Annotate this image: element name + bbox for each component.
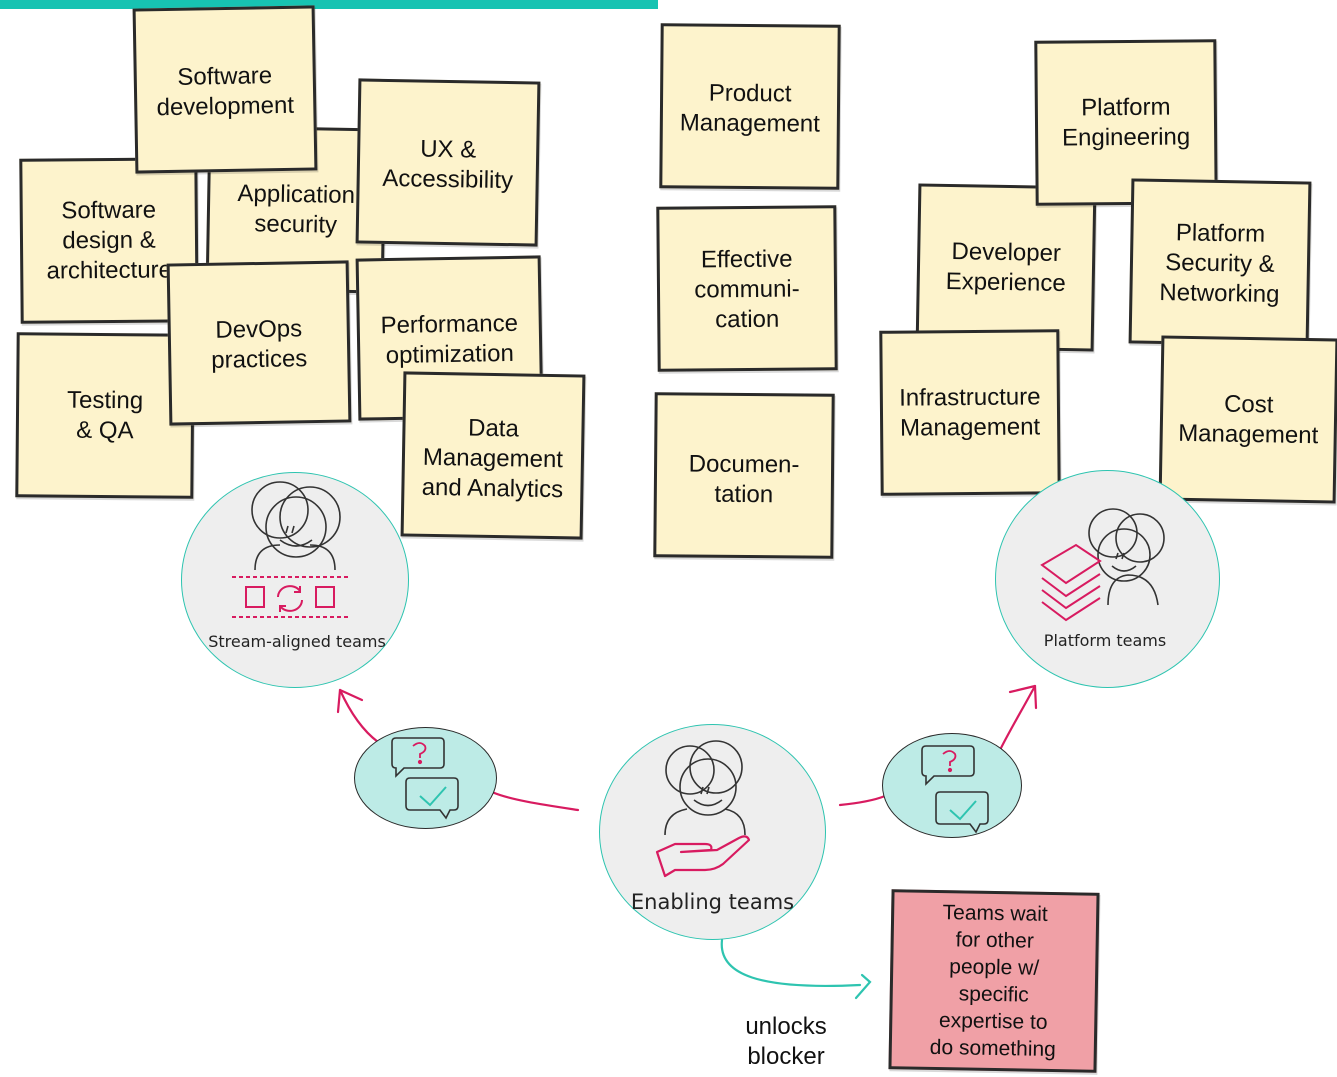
connector-right-bubble-to-platform bbox=[998, 684, 1037, 752]
connector-enabling-to-left-bubble bbox=[490, 790, 580, 812]
note-developer-experience: Developer Experience bbox=[915, 183, 1097, 352]
note-data-management: Data Management and Analytics bbox=[400, 371, 586, 540]
note-text: DevOps practices bbox=[211, 315, 308, 374]
note-text: Software design & architecture bbox=[46, 196, 173, 285]
note-platform-security: Platform Security & Networking bbox=[1128, 178, 1312, 347]
note-text: Product Management bbox=[679, 79, 821, 138]
comm-bubble-right bbox=[882, 733, 1022, 838]
connector-unlock-blocker bbox=[720, 938, 862, 988]
note-effective-communication: Effective communi- cation bbox=[656, 205, 838, 372]
note-documentation: Documen- tation bbox=[653, 392, 835, 559]
note-product-management: Product Management bbox=[659, 23, 841, 190]
note-text: Documen- tation bbox=[688, 450, 800, 509]
connector-enabling-to-right-bubble bbox=[838, 794, 887, 807]
note-text: Developer Experience bbox=[945, 238, 1066, 298]
note-text: Effective communi- cation bbox=[694, 245, 800, 334]
stream-aligned-team-circle bbox=[181, 472, 409, 688]
note-text: Cost Management bbox=[1177, 390, 1319, 450]
note-text: Platform Engineering bbox=[1061, 93, 1191, 152]
stream-aligned-label: Stream-aligned teams bbox=[208, 632, 386, 651]
note-ux-accessibility: UX & Accessibility bbox=[355, 78, 541, 247]
note-devops: DevOps practices bbox=[166, 260, 352, 426]
note-software-development: Software development bbox=[132, 5, 318, 174]
platform-team-circle bbox=[995, 470, 1220, 688]
arrowhead-stream bbox=[336, 688, 364, 714]
enabling-label: Enabling teams bbox=[630, 890, 795, 914]
unlocks-blocker-label: unlocks blocker bbox=[745, 1013, 827, 1070]
note-text: Infrastructure Management bbox=[899, 383, 1041, 442]
note-teams-wait: Teams wait for other people w/ specific … bbox=[888, 889, 1100, 1073]
note-text: Data Management and Analytics bbox=[421, 414, 564, 504]
top-accent-bar bbox=[0, 0, 658, 9]
note-text: Teams wait for other people w/ specific … bbox=[929, 901, 1057, 1062]
note-text: Platform Security & Networking bbox=[1159, 219, 1280, 309]
comm-bubble-left bbox=[354, 727, 497, 829]
arrowhead-blocker bbox=[854, 973, 872, 1000]
note-text: Performance optimization bbox=[380, 309, 519, 370]
note-text: UX & Accessibility bbox=[382, 135, 514, 195]
note-text: Application security bbox=[237, 179, 356, 239]
note-text: Testing & QA bbox=[66, 386, 144, 445]
platform-label: Platform teams bbox=[1043, 631, 1167, 650]
note-infrastructure-management: Infrastructure Management bbox=[879, 329, 1061, 496]
note-text: Software development bbox=[156, 62, 295, 122]
connector-left-bubble-to-stream bbox=[338, 688, 380, 744]
note-cost-management: Cost Management bbox=[1158, 335, 1337, 504]
arrowhead-platform bbox=[1008, 684, 1038, 710]
